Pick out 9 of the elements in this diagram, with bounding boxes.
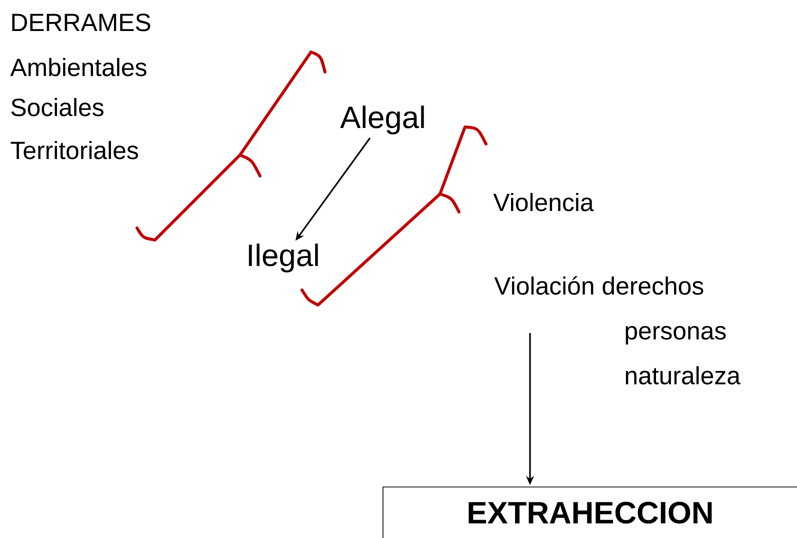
label-text: Sociales: [11, 98, 104, 116]
term-text: Ilegal: [248, 244, 318, 272]
label-text: DERRAMES: [12, 14, 150, 32]
term-text: Alegal: [340, 106, 424, 134]
result-box: EXTRAHECCION: [382, 486, 797, 538]
label-text: Territoriales: [10, 140, 138, 160]
effect-text: Violación derechos personas naturaleza: [494, 276, 740, 384]
label-text: Ambientales: [10, 58, 146, 76]
label-text: Violencia: [493, 192, 594, 212]
